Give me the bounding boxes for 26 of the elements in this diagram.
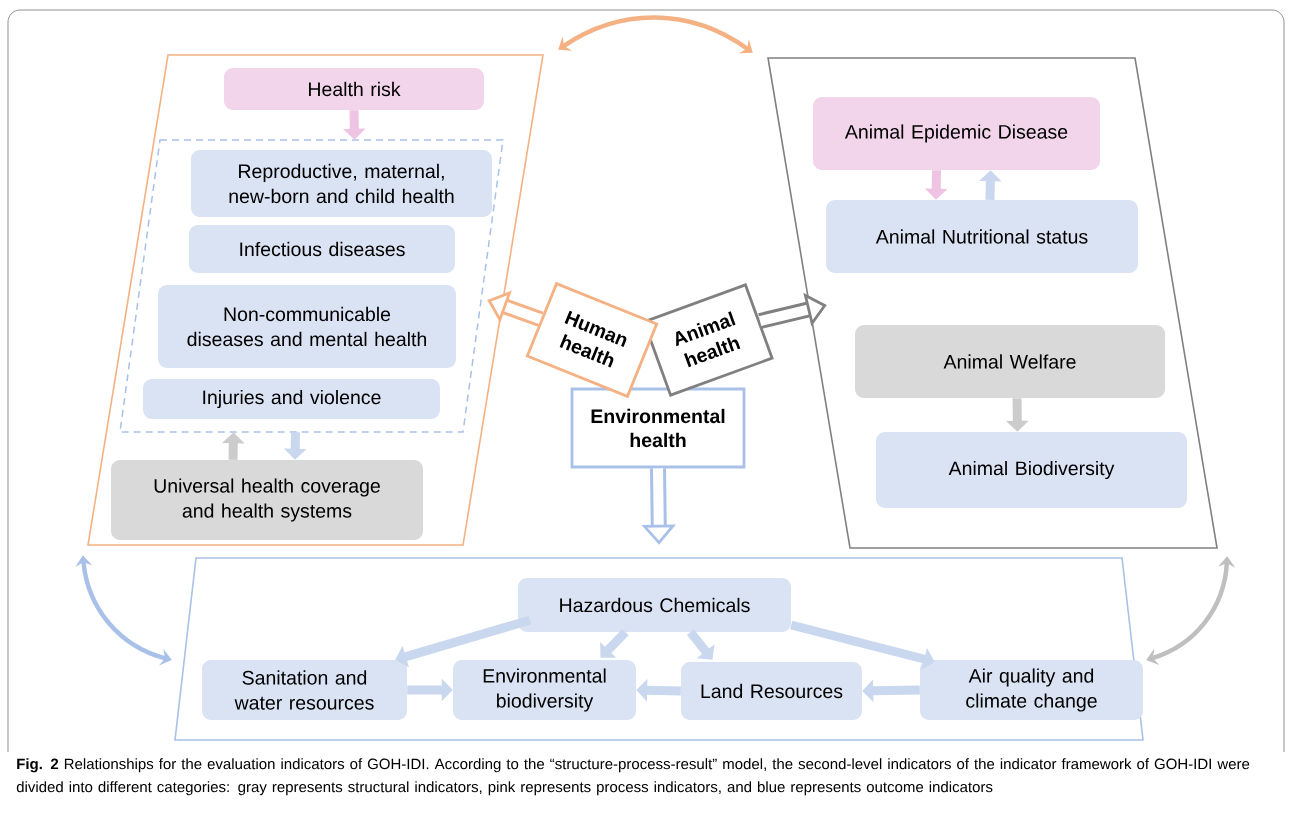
indicator-box: Infectious diseases — [189, 225, 455, 273]
arrow — [687, 629, 715, 660]
double-arrow — [558, 15, 753, 54]
indicator-box: Animal Epidemic Disease — [813, 97, 1100, 170]
panel-outline — [174, 557, 1144, 741]
indicator-box: Hazardous Chemicals — [518, 578, 791, 632]
indicator-box: Health risk — [224, 68, 484, 110]
indicator-box: Animal Biodiversity — [876, 432, 1187, 508]
indicator-box: Universal health coverage and health systems — [111, 460, 423, 540]
indicator-box: Land Resources — [681, 662, 862, 720]
indicator-box: Non-communicable diseases and mental health — [158, 285, 456, 368]
dashed-group-outline — [119, 139, 504, 433]
block-arrow-body: Environmental health — [570, 387, 746, 469]
indicator-box: Environmental biodiversity — [453, 660, 636, 720]
panel-outline — [87, 54, 544, 546]
indicator-box: Air quality and climate change — [920, 660, 1143, 720]
indicator-box: Reproductive, maternal, new-born and child health — [191, 150, 492, 217]
indicator-box: Animal Nutritional status — [826, 200, 1138, 273]
arrow — [395, 615, 532, 668]
caption: Fig. 2 Relationships for the evaluation indicators of GOH-IDI. According to the “structure-process-result” model, the second-level indicators of the indicator framework of GOH-IDI were divided into different categories: gray represents structural indicators, pink represents process indicators, and blue represents outcome indicators — [16, 758, 1250, 796]
block-arrow — [758, 292, 827, 329]
indicator-box: Sanitation and water resources — [202, 660, 407, 720]
panel-outline — [767, 57, 1218, 549]
indicator-box: Animal Welfare — [855, 325, 1165, 398]
indicator-box: Injuries and violence — [143, 379, 440, 419]
arrow — [600, 629, 629, 658]
